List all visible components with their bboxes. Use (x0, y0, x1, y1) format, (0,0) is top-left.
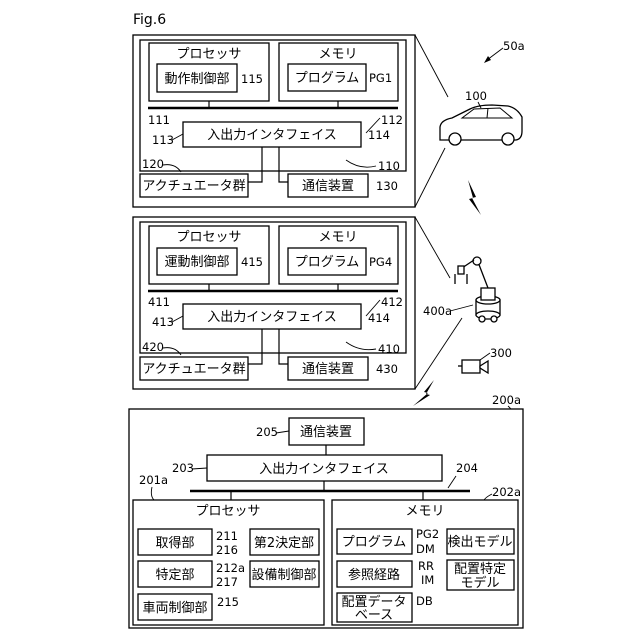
server-io-ref-right: 204 (456, 461, 478, 475)
acquire-unit-label: 取得部 (155, 535, 194, 551)
robot-ref: 400a (423, 304, 452, 318)
vehicle-program-ref: PG1 (369, 71, 392, 85)
robot-controller-block: プロセッサ 運動制御部 415 メモリ プログラム PG4 411 412 入出… (133, 217, 415, 389)
car-icon (440, 105, 522, 145)
reference-route-label: 参照経路 (348, 567, 400, 583)
second-decision-unit-label: 第2決定部 (254, 536, 314, 551)
vehicle-perspective-top (415, 35, 448, 97)
robot-io-interface-label: 入出力インタフェイス (207, 310, 337, 325)
robot-io-ref-right: 414 (368, 311, 390, 325)
identify-unit-label: 特定部 (155, 568, 194, 583)
robot-program-label: プログラム (295, 255, 360, 270)
placement-model-label-line1: 配置特定 (454, 562, 506, 577)
wireless-signal-icon-2 (413, 380, 434, 406)
vehicle-io-ref-right: 114 (368, 128, 390, 142)
server-io-interface-label: 入出力インタフェイス (259, 462, 389, 477)
vehicle-memory-label: メモリ (318, 47, 357, 62)
camera-ref-leader (480, 353, 490, 360)
robot-perspective-top (415, 217, 450, 278)
vehicle-memory-ref: 112 (381, 113, 403, 127)
robot-actuators-ref: 420 (142, 340, 164, 354)
server-program-ref: PG2 (416, 527, 439, 541)
robot-io-ref-left: 413 (152, 315, 174, 329)
robot-program-ref: PG4 (369, 255, 392, 269)
server-program-label: プログラム (342, 535, 407, 550)
vehicle-actuators-label: アクチュエータ群 (142, 179, 245, 194)
robot-processor-ref: 411 (148, 295, 170, 309)
server-comm-ref: 205 (256, 425, 278, 439)
robot-ref-leader (450, 305, 473, 311)
system-ref-arrowhead (484, 56, 491, 63)
robot-body-ref: 410 (378, 342, 400, 356)
vehicle-actuators-ref: 120 (142, 157, 164, 171)
vehicle-comm-label: 通信装置 (302, 179, 354, 194)
vehicle-program-label: プログラム (295, 71, 360, 86)
server-processor-ref: 201a (139, 473, 168, 487)
robot-arm-icon (455, 257, 500, 322)
camera-icon (458, 360, 488, 373)
figure-label: Fig.6 (133, 12, 166, 28)
server-processor-label: プロセッサ (195, 504, 260, 519)
robot-motion-control-ref: 415 (241, 255, 263, 269)
vehicle-processor-label: プロセッサ (176, 47, 241, 62)
server-io-ref-left: 203 (172, 461, 194, 475)
vehicle-ref: 100 (465, 89, 487, 103)
reference-route-ref: RR (418, 559, 434, 573)
robot-memory-ref: 412 (381, 295, 403, 309)
vehicle-motion-control-ref: 115 (241, 72, 263, 86)
robot-actuators-label: アクチュエータ群 (142, 362, 245, 377)
detection-model-ref: DM (416, 542, 435, 556)
identify-unit-ref: 212a (216, 561, 245, 575)
server-comm-label: 通信装置 (300, 425, 352, 440)
vehicle-motion-control-label: 動作制御部 (164, 72, 229, 87)
placement-model-ref: IM (421, 573, 434, 587)
acquire-unit-ref: 211 (216, 529, 238, 543)
placement-database-ref: DB (416, 594, 433, 608)
robot-processor-label: プロセッサ (176, 230, 241, 245)
vehicle-body-ref: 110 (378, 159, 400, 173)
robot-motion-control-label: 運動制御部 (164, 255, 229, 270)
server-memory-label: メモリ (405, 504, 444, 519)
camera-ref: 300 (490, 346, 512, 360)
vehicle-perspective-bottom (415, 148, 445, 207)
server-ref: 200a (492, 393, 521, 407)
detection-model-label: 検出モデル (447, 534, 512, 550)
server-memory-ref: 202a (492, 485, 521, 499)
server-block: 通信装置 205 入出力インタフェイス 203 204 201a プロセッサ 取… (129, 409, 523, 628)
vehicle-comm-ref: 130 (376, 179, 398, 193)
second-decision-unit-ref: 216 (216, 543, 238, 557)
placement-model-label-line2: モデル (460, 575, 499, 591)
vehicle-io-interface-label: 入出力インタフェイス (207, 128, 337, 143)
vehicle-controller-block: プロセッサ 動作制御部 115 メモリ プログラム PG1 111 112 入出… (133, 35, 415, 207)
vehicle-processor-ref: 111 (148, 113, 170, 127)
vehicle-control-unit-ref: 215 (217, 595, 239, 609)
equipment-control-unit-ref: 217 (216, 575, 238, 589)
placement-database-label-line2: ベース (355, 608, 393, 623)
wireless-signal-icon-1 (468, 180, 481, 215)
robot-perspective-bottom (415, 318, 462, 389)
system-ref: 50a (503, 39, 525, 53)
equipment-control-unit-label: 設備制御部 (251, 567, 316, 583)
vehicle-io-ref-left: 113 (152, 133, 174, 147)
robot-memory-label: メモリ (318, 230, 357, 245)
vehicle-control-unit-label: 車両制御部 (142, 601, 207, 616)
robot-comm-ref: 430 (376, 362, 398, 376)
robot-comm-label: 通信装置 (302, 362, 354, 377)
